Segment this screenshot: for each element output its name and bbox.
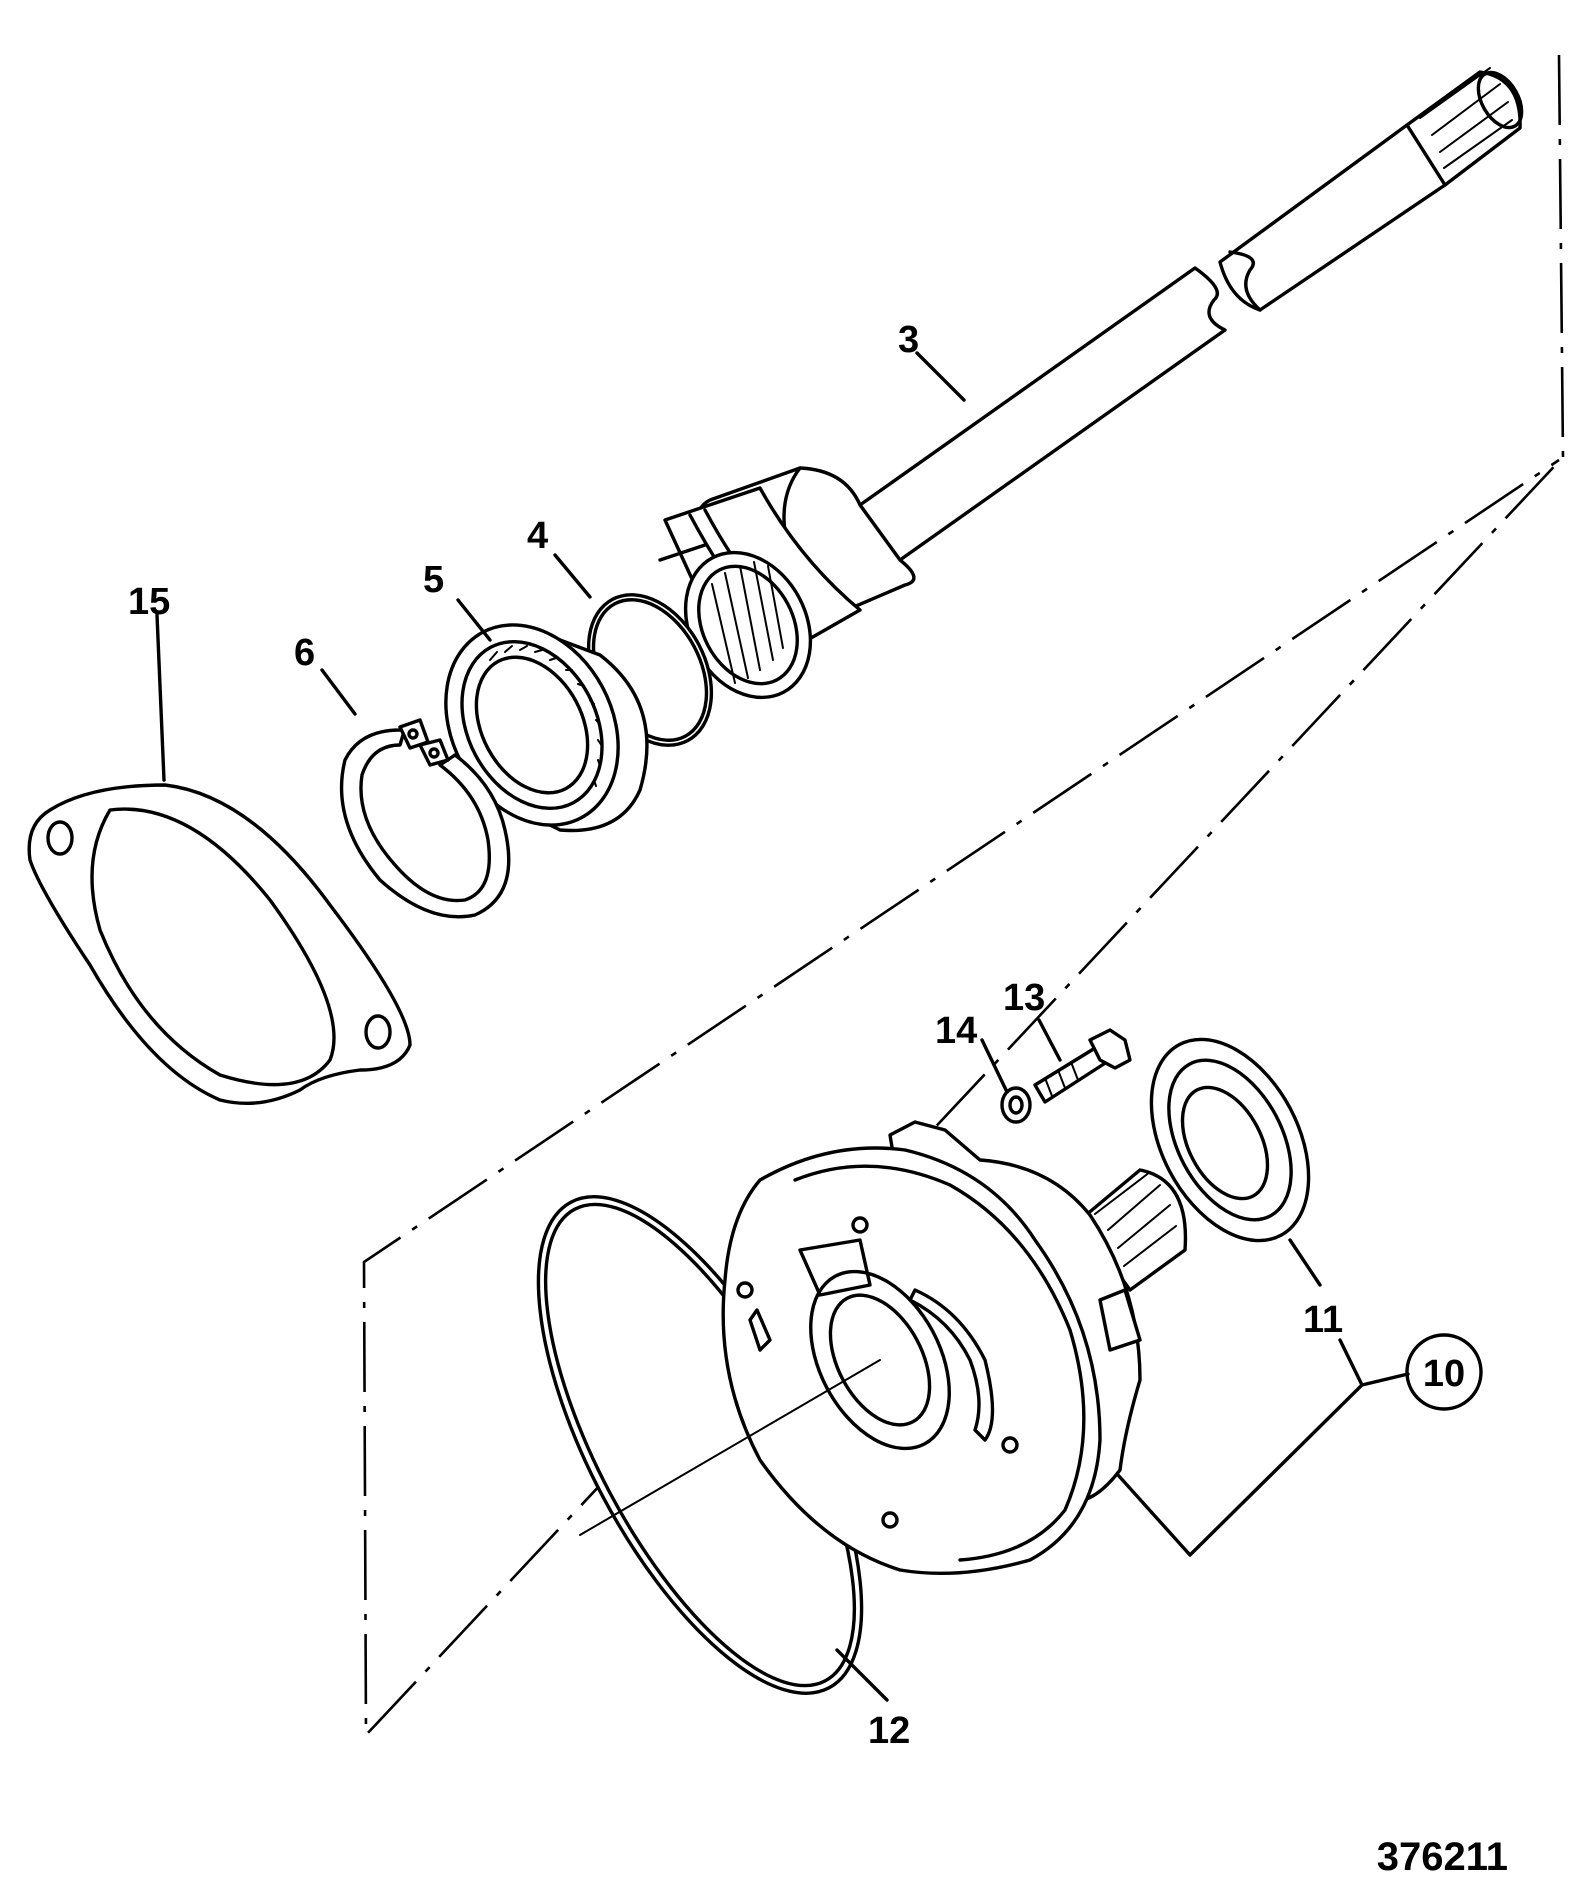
label-5: 5 bbox=[423, 559, 444, 601]
leader-lines bbox=[155, 351, 1410, 1702]
gasket-part-15 bbox=[27, 783, 412, 1105]
label-13: 13 bbox=[1003, 977, 1045, 1019]
circlip-part-6 bbox=[339, 718, 511, 919]
label-14: 14 bbox=[935, 1010, 977, 1052]
label-10: 10 bbox=[1423, 1353, 1465, 1395]
label-4: 4 bbox=[527, 515, 548, 557]
callout-labels: 3 4 5 6 15 13 14 11 10 12 bbox=[128, 319, 1483, 1752]
bolt-part-13 bbox=[1033, 1028, 1132, 1104]
figure-number: 376211 bbox=[1377, 1835, 1508, 1879]
label-10-circle bbox=[1405, 1333, 1483, 1411]
assembly-boundary bbox=[362, 54, 1565, 1739]
washer-part-14 bbox=[1000, 1086, 1032, 1124]
shaft-part-3 bbox=[658, 67, 1524, 700]
label-12: 12 bbox=[868, 1710, 910, 1752]
label-6: 6 bbox=[294, 632, 315, 674]
pump-housing-part-10 bbox=[579, 1120, 1188, 1576]
label-3: 3 bbox=[898, 319, 919, 361]
seal-part-11 bbox=[1149, 1037, 1311, 1243]
label-15: 15 bbox=[128, 581, 170, 623]
bearing-part-5 bbox=[444, 623, 649, 833]
label-11: 11 bbox=[1303, 1299, 1343, 1341]
